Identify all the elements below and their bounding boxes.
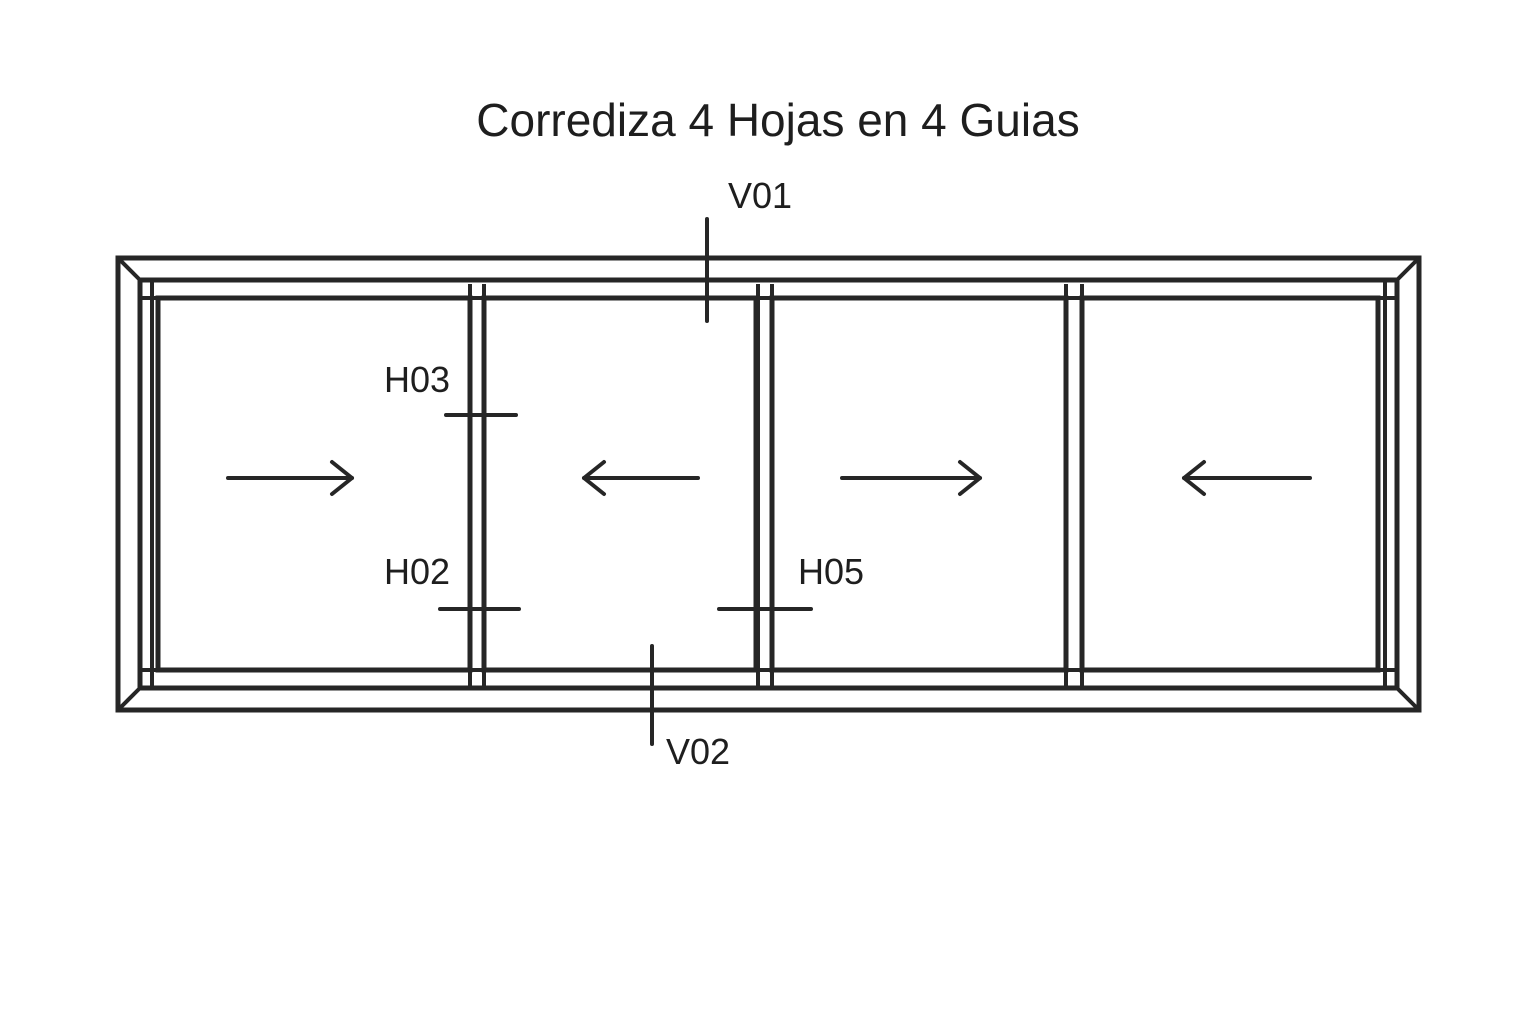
guide-rails [140,282,1397,686]
outer-frame [115,255,1422,713]
section-markers [438,217,813,746]
sash-panel-4 [1064,284,1381,686]
label-h05: H05 [798,551,864,592]
label-v02: V02 [666,731,730,772]
arrow-left-icon [1182,460,1312,496]
arrow-left-icon [582,460,700,496]
sash-panel-1 [155,295,473,673]
arrow-right-icon [226,460,354,496]
arrow-right-icon [840,460,982,496]
sash-panel-3 [756,284,1069,686]
label-h03: H03 [384,359,450,400]
sash-panel-2 [468,284,759,686]
diagram-title: Corrediza 4 Hojas en 4 Guias [476,94,1079,146]
label-h02: H02 [384,551,450,592]
label-v01: V01 [728,175,792,216]
